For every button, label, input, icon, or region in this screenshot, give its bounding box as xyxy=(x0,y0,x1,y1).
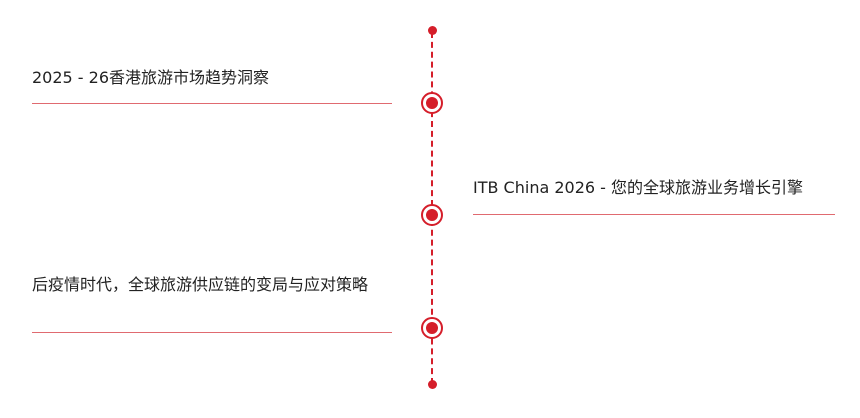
timeline-node xyxy=(421,317,443,339)
timeline-item[interactable]: 后疫情时代，全球旅游供应链的变局与应对策略 xyxy=(32,273,392,333)
timeline-item-title[interactable]: 后疫情时代，全球旅游供应链的变局与应对策略 xyxy=(32,275,369,294)
timeline-item-title[interactable]: 2025 - 26香港旅游市场趋势洞察 xyxy=(32,68,270,87)
timeline-item-underline xyxy=(32,332,392,333)
timeline-item-underline xyxy=(32,103,392,104)
timeline-item[interactable]: ITB China 2026 - 您的全球旅游业务增长引擎 xyxy=(473,176,835,215)
timeline-end-dot xyxy=(428,380,437,389)
timeline-item[interactable]: 2025 - 26香港旅游市场趋势洞察 xyxy=(32,66,392,104)
timeline-item-title[interactable]: ITB China 2026 - 您的全球旅游业务增长引擎 xyxy=(473,178,804,197)
timeline-node xyxy=(421,92,443,114)
timeline-start-dot xyxy=(428,26,437,35)
timeline-node xyxy=(421,204,443,226)
timeline-item-underline xyxy=(473,214,835,215)
